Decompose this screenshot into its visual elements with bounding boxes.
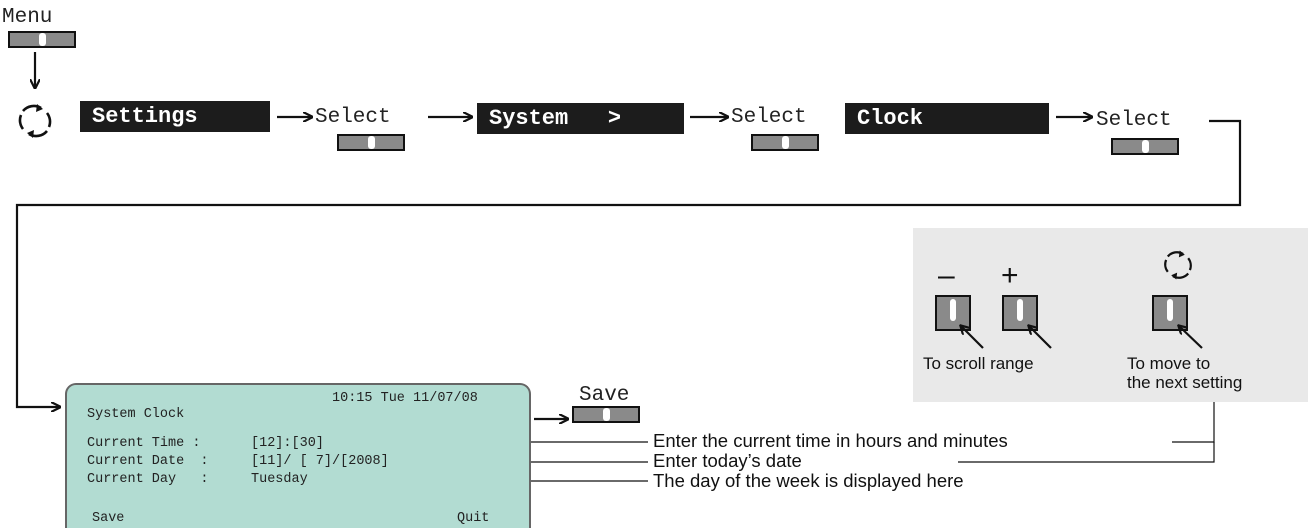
callout-day: The day of the week is displayed here — [653, 470, 964, 491]
lcd-date-label: Current Date : — [87, 454, 209, 469]
system-screen: System > — [477, 103, 684, 134]
select-key-3[interactable] — [1111, 138, 1179, 155]
info-bracket — [1172, 402, 1215, 443]
info-bracket-date — [958, 442, 1215, 463]
callout-time: Enter the current time in hours and minu… — [653, 430, 1008, 451]
save-key[interactable] — [572, 406, 640, 423]
cycle-icon — [18, 104, 52, 138]
select-key-2[interactable] — [751, 134, 819, 151]
lcd-quit-softkey[interactable]: Quit — [457, 511, 490, 526]
connector-to-lcd — [15, 119, 1242, 407]
cycle-icon — [1164, 250, 1192, 280]
callout-date: Enter today’s date — [653, 450, 802, 471]
move-next-text-1: To move to — [1127, 354, 1211, 373]
menu-key[interactable] — [8, 31, 76, 48]
lcd-date-value[interactable]: [11]/ [ 7]/[2008] — [251, 454, 389, 469]
select-key-1[interactable] — [337, 134, 405, 151]
lcd-panel: 10:15 Tue 11/07/08 System Clock Current … — [65, 383, 531, 528]
lcd-title: System Clock — [87, 407, 185, 422]
lcd-time-value[interactable]: [12]:[30] — [251, 436, 324, 451]
pointer-arrows — [913, 228, 1203, 349]
select-label-3: Select — [1096, 109, 1172, 132]
minus-symbol: – — [938, 259, 955, 292]
lcd-day-label: Current Day : — [87, 472, 209, 487]
plus-symbol: + — [1001, 259, 1019, 292]
settings-screen: Settings — [80, 101, 270, 132]
select-label-2: Select — [731, 106, 807, 129]
save-key-label: Save — [579, 384, 630, 407]
select-label-1: Select — [315, 106, 391, 129]
key-legend-panel: – + To scroll range To move to the next … — [913, 228, 1308, 402]
menu-key-label: Menu — [2, 6, 53, 29]
lcd-save-softkey[interactable]: Save — [92, 511, 125, 526]
lcd-time-label: Current Time : — [87, 436, 201, 451]
scroll-range-text: To scroll range — [923, 354, 1034, 373]
move-next-text-2: the next setting — [1127, 373, 1243, 392]
lcd-day-value: Tuesday — [251, 472, 308, 487]
clock-screen: Clock — [845, 103, 1049, 134]
lcd-datetime: 10:15 Tue 11/07/08 — [332, 391, 478, 406]
